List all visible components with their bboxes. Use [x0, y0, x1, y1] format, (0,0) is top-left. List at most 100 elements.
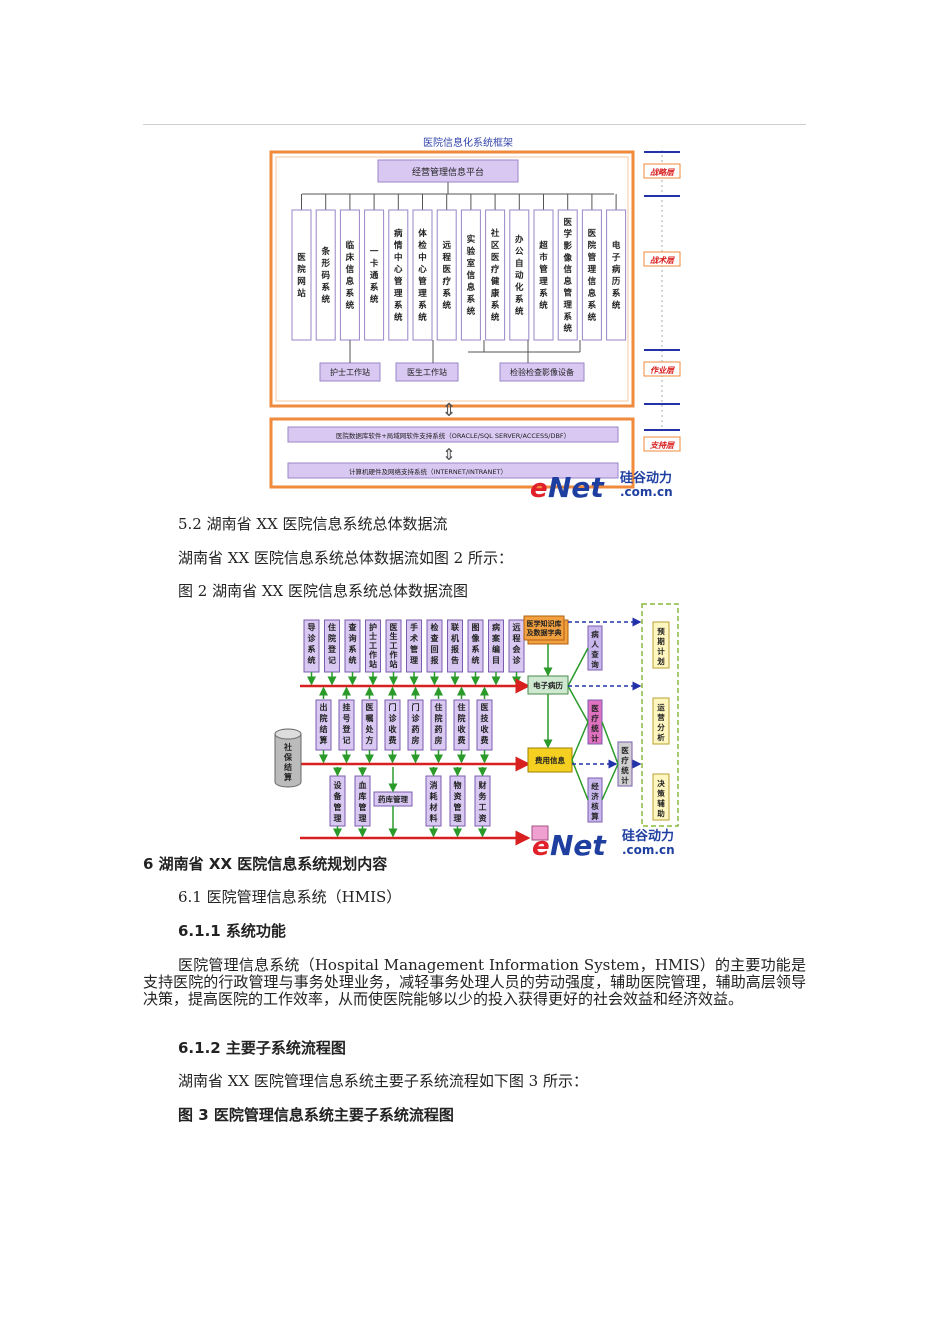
- chapter-6-heading: 6 湖南省 XX 医院信息系统规划内容: [143, 855, 388, 873]
- svg-text:工: 工: [369, 641, 377, 650]
- svg-text:导: 导: [308, 623, 316, 632]
- svg-text:医院数据库软件+局域网软件支持系统（ORACLE/SQL S: 医院数据库软件+局域网软件支持系统（ORACLE/SQL SERVER/ACCE…: [336, 431, 570, 440]
- svg-text:健: 健: [491, 276, 500, 287]
- svg-text:算: 算: [320, 735, 328, 745]
- layer-label-box: [643, 361, 681, 377]
- svg-text:信: 信: [563, 264, 572, 275]
- svg-text:条: 条: [321, 246, 330, 257]
- svg-text:一: 一: [370, 247, 379, 257]
- svg-text:检: 检: [418, 240, 427, 251]
- svg-text:回: 回: [431, 645, 439, 654]
- svg-text:系: 系: [321, 282, 330, 293]
- svg-text:理: 理: [410, 656, 418, 665]
- svg-text:检验检查影像设备: 检验检查影像设备: [510, 367, 574, 377]
- svg-text:学: 学: [563, 229, 572, 240]
- svg-text:统: 统: [515, 306, 524, 317]
- svg-text:动: 动: [515, 270, 524, 281]
- svg-text:助: 助: [657, 808, 665, 818]
- svg-text:管: 管: [418, 276, 427, 287]
- svg-text:作业层: 作业层: [650, 366, 675, 375]
- svg-text:统: 统: [308, 655, 316, 665]
- svg-text:收: 收: [389, 724, 397, 734]
- svg-text:临: 临: [346, 240, 355, 251]
- svg-text:理: 理: [588, 265, 597, 275]
- svg-text:结: 结: [320, 724, 328, 734]
- svg-text:案: 案: [491, 633, 501, 643]
- svg-text:系: 系: [349, 644, 357, 654]
- svg-text:医: 医: [491, 253, 500, 263]
- svg-text:医: 医: [297, 253, 306, 263]
- section-6-1-1-body: 医院管理信息系统（Hospital Management Information…: [143, 956, 806, 1008]
- svg-text:系: 系: [612, 288, 621, 299]
- svg-text:门: 门: [389, 702, 397, 712]
- svg-text:费: 费: [458, 735, 466, 745]
- system-box: [581, 209, 602, 341]
- svg-text:理: 理: [563, 301, 572, 311]
- svg-text:手: 手: [410, 622, 418, 632]
- svg-text:及数据字典: 及数据字典: [527, 628, 562, 637]
- svg-text:经: 经: [591, 781, 599, 791]
- svg-text:⇕: ⇕: [441, 400, 456, 421]
- svg-text:算: 算: [284, 772, 292, 782]
- svg-text:理: 理: [394, 289, 403, 299]
- flow-box-label: 医生工作站: [390, 623, 398, 669]
- svg-text:工: 工: [390, 641, 398, 650]
- svg-text:系: 系: [588, 300, 597, 311]
- svg-text:硅谷动力: 硅谷动力: [620, 470, 672, 486]
- svg-text:划: 划: [657, 656, 665, 666]
- svg-text:通: 通: [370, 270, 379, 281]
- system-box: [460, 209, 481, 341]
- svg-text:理: 理: [334, 814, 342, 823]
- svg-text:统: 统: [612, 300, 621, 311]
- svg-text:检: 检: [431, 622, 439, 632]
- svg-text:统: 统: [442, 300, 451, 311]
- section-6-1-2-description: 湖南省 XX 医院管理信息系统主要子系统流程如下图 3 所示：: [178, 1072, 588, 1090]
- svg-text:系: 系: [346, 288, 355, 299]
- svg-text:理: 理: [359, 814, 367, 823]
- svg-text:网: 网: [297, 277, 306, 287]
- svg-text:统: 统: [591, 723, 599, 733]
- svg-text:疗: 疗: [442, 276, 451, 287]
- svg-text:息: 息: [346, 276, 355, 287]
- layer-label-box: [643, 163, 681, 179]
- svg-text:医: 医: [588, 229, 597, 239]
- svg-text:策: 策: [657, 788, 665, 798]
- svg-text:室: 室: [467, 258, 476, 269]
- svg-text:会: 会: [513, 644, 521, 654]
- svg-text:分: 分: [657, 722, 665, 732]
- svg-text:查: 查: [591, 649, 599, 659]
- svg-text:计: 计: [591, 733, 599, 743]
- svg-text:心: 心: [394, 264, 403, 275]
- hospital-framework-diagram: 医院信息化系统框架 经营管理信息平台 医院网站条形码系统临床信息系统一卡通系统病…: [269, 136, 681, 500]
- system-box: [339, 209, 360, 341]
- svg-text:报: 报: [451, 644, 459, 654]
- svg-text:历: 历: [612, 277, 621, 287]
- system-columns: 医院网站条形码系统临床信息系统一卡通系统病情中心管理系统体检中心管理系统远程医疗…: [291, 194, 627, 341]
- svg-text:析: 析: [657, 732, 665, 742]
- decision-frame: [641, 603, 679, 827]
- svg-text:系: 系: [539, 288, 548, 299]
- svg-text:站: 站: [390, 659, 398, 669]
- svg-text:理: 理: [539, 277, 548, 287]
- svg-text:院: 院: [297, 264, 306, 275]
- svg-text:统: 统: [394, 312, 403, 323]
- svg-text:系: 系: [472, 644, 480, 654]
